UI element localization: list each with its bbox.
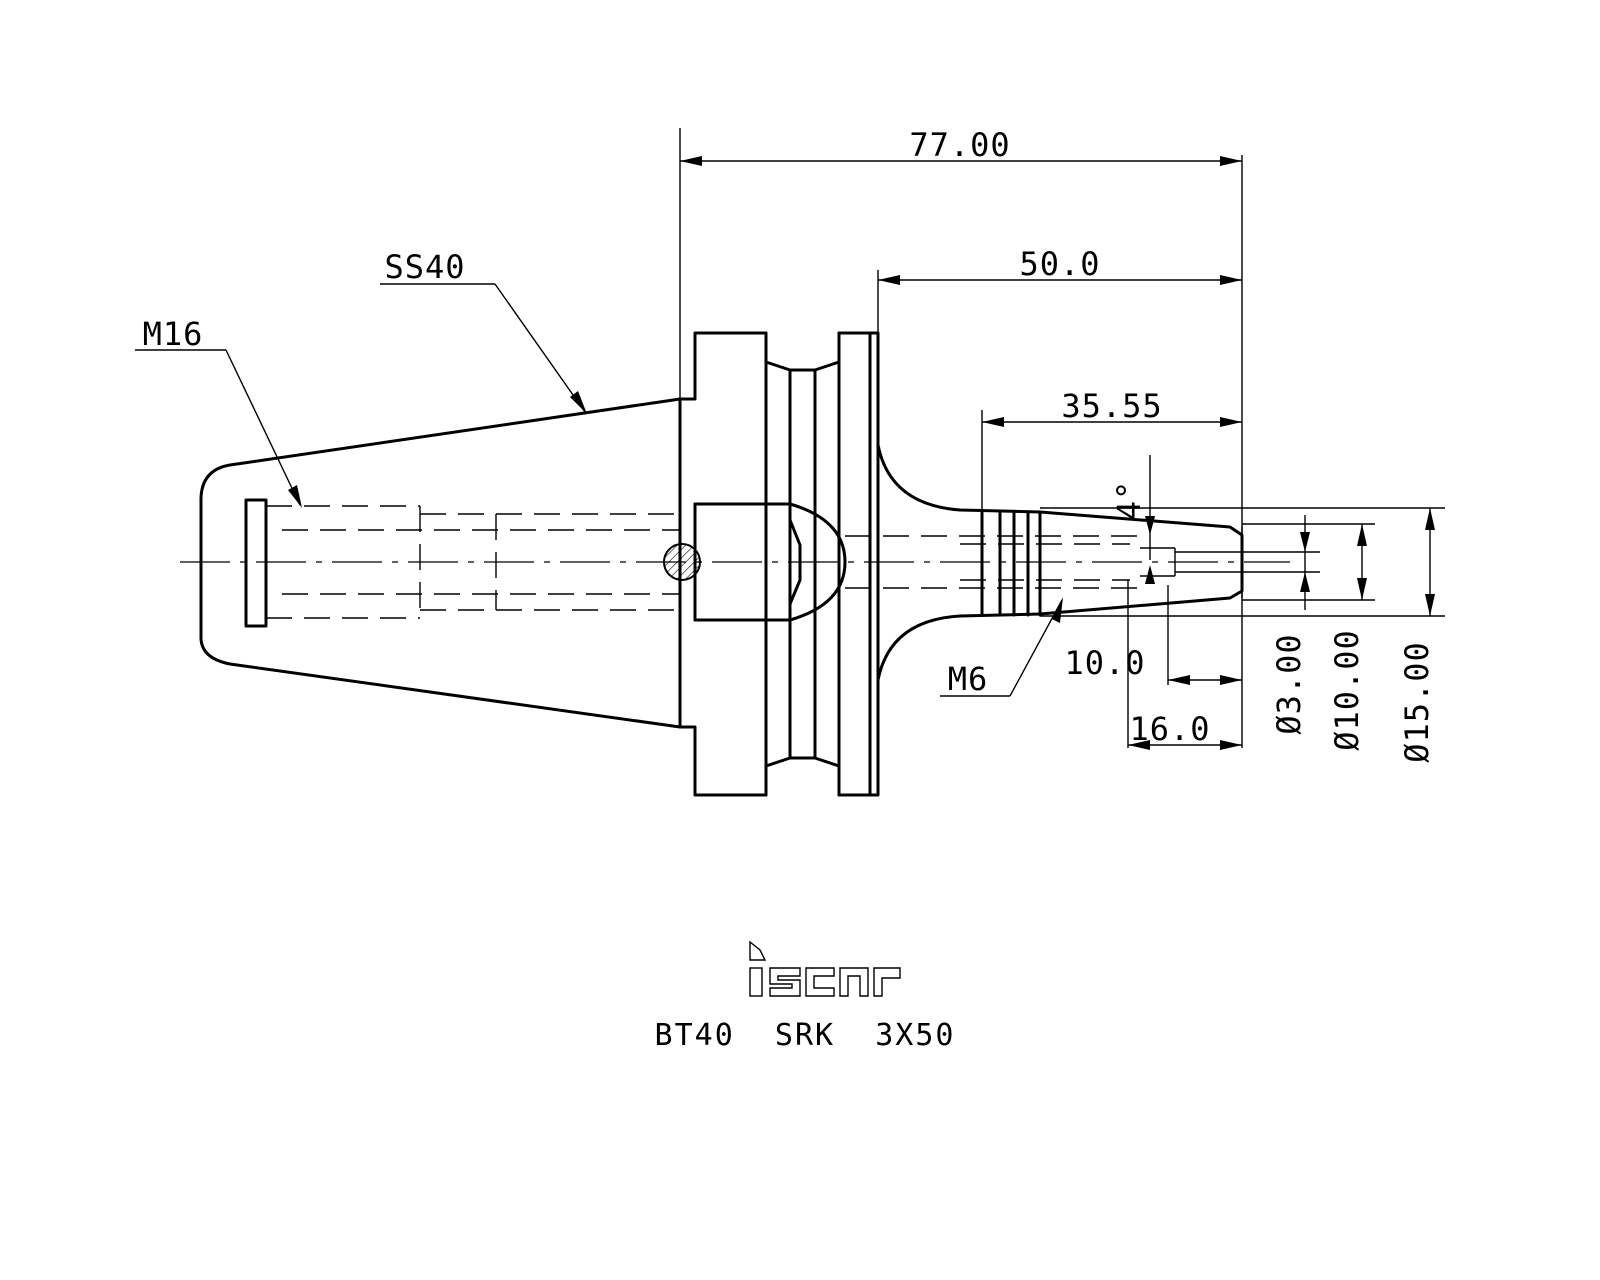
dim-tip-length-b: 16.0 <box>1129 710 1210 748</box>
callout-thread-rear: M16 <box>143 315 204 353</box>
dim-nose-length: 35.55 <box>1061 387 1162 425</box>
dim-gauge-length: 50.0 <box>1019 245 1100 283</box>
callout-shank-taper: SS40 <box>384 248 465 286</box>
model-caption: BT40 SRK 3X50 <box>655 1018 956 1053</box>
callout-thread-front: M6 <box>948 660 989 698</box>
dim-bore-diameter: Ø3.00 <box>1270 633 1308 734</box>
internal-bore <box>244 498 1242 628</box>
dim-overall-length: 77.00 <box>909 126 1010 164</box>
dim-tip-diameter: Ø10.00 <box>1328 629 1366 751</box>
dim-tip-length-a: 10.0 <box>1064 644 1145 682</box>
iscar-logo <box>749 940 901 997</box>
dim-body-diameter: Ø15.00 <box>1398 641 1436 763</box>
flange <box>678 331 880 797</box>
dim-taper-angle: 4° <box>1110 480 1148 521</box>
dimension-lines <box>679 128 1445 750</box>
callout-leaders <box>135 283 1063 697</box>
